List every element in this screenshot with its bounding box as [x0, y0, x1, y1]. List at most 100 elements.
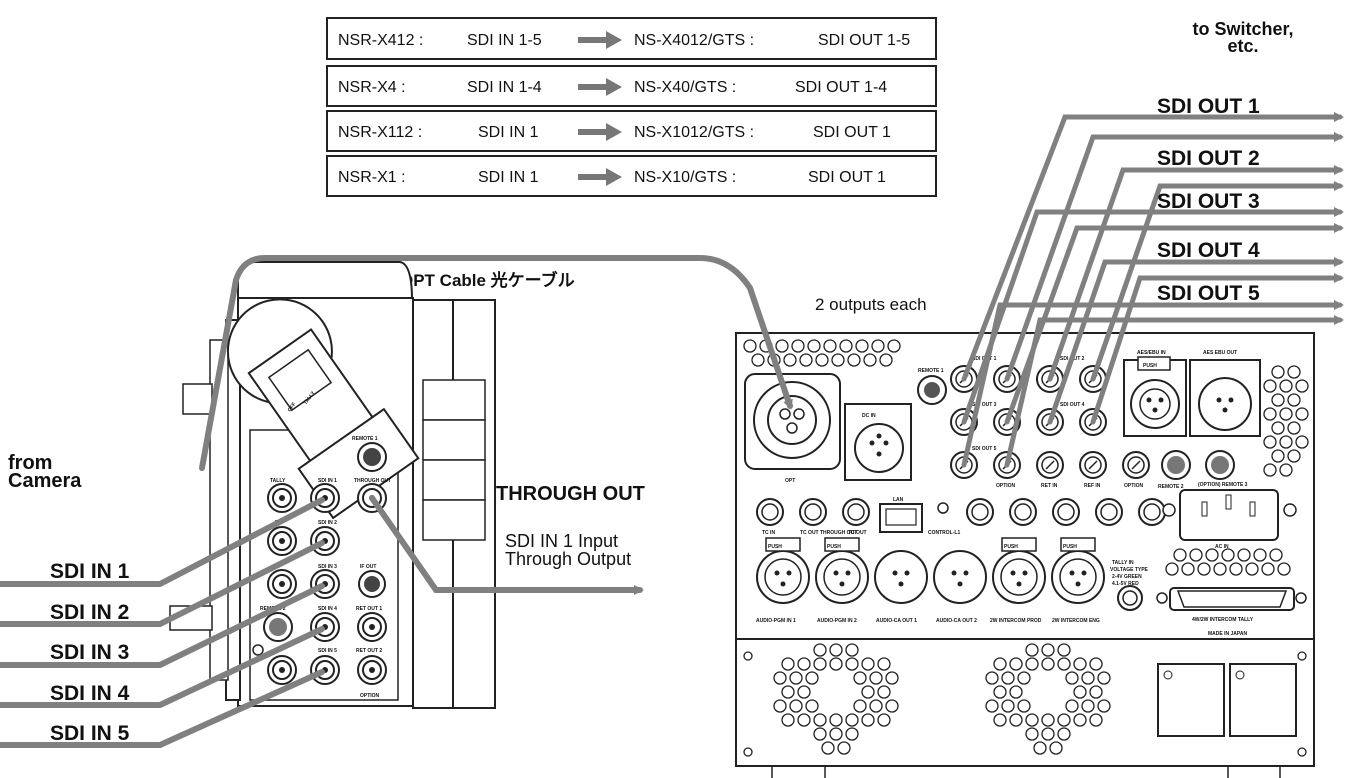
vent-grille-icon: [743, 339, 901, 367]
sdi-in-5-cable: [0, 669, 325, 748]
row-model: NSR-X112 :: [338, 124, 422, 141]
table-row: NSR-X412 : SDI IN 1-5 NS-X4012/GTS : SDI…: [326, 17, 937, 60]
row-sdi-in: SDI IN 1: [478, 124, 539, 141]
remote2-rear-label: REMOTE 2: [1158, 484, 1184, 490]
aes-out-label: AES EBU OUT: [1203, 350, 1237, 356]
through-desc-label-2: Through Output: [505, 549, 631, 569]
aes-in-label: AES/EBU IN: [1137, 350, 1166, 356]
sdi-out-2-cable: [1047, 165, 1344, 382]
sdi-in-label: SDI IN 3: [50, 641, 129, 664]
remote3-rear-label: (OPTION) REMOTE 3: [1198, 482, 1248, 488]
opt-port-label: OPT: [785, 478, 795, 484]
sdi-in-label: SDI IN 4: [50, 682, 130, 705]
dc-in-label: DC IN: [862, 413, 876, 419]
sdi-in-4-port-label: SDI IN 4: [318, 606, 337, 612]
remote2-connector-icon: [263, 612, 293, 642]
xlr-connector-icon: [756, 550, 810, 604]
voltage-type-label: VOLTAGE TYPE: [1110, 567, 1149, 573]
outputs-each-label: 2 outputs each: [815, 295, 927, 314]
sdi-in-1-connector-icon: [310, 483, 340, 513]
ret-in-label: RET IN: [1041, 483, 1058, 489]
screw-icon: [1297, 651, 1307, 661]
sdi-out-1b-cable: [1004, 132, 1344, 382]
sdi-in-3-port-label: SDI IN 3: [318, 564, 337, 570]
row-sdi-out: SDI OUT 1-4: [795, 79, 887, 96]
sdi-out-5b-cable: [1004, 315, 1344, 468]
row-sdi-out: SDI OUT 1: [813, 124, 891, 141]
sdi-out-3-port-label: SDI OUT 3: [972, 402, 997, 408]
xlr-connector-icon: [815, 550, 869, 604]
tally-2-connector-icon: [267, 655, 297, 685]
row-sdi-in: SDI IN 1-4: [467, 79, 542, 96]
option-label: OPTION: [1124, 483, 1144, 489]
bnc-connector-icon: [993, 451, 1021, 479]
sdi-in-3-connector-icon: [310, 569, 340, 599]
row-target: NS-X1012/GTS :: [634, 124, 754, 141]
sdi-in-5-connector-icon: [310, 655, 340, 685]
to-switcher-label: to Switcher,: [1192, 19, 1293, 39]
push-label: PUSH: [768, 544, 782, 550]
sdi-in-label: SDI IN 1: [50, 560, 130, 583]
sdi-in-2-connector-icon: [310, 526, 340, 556]
table-row: NSR-X4 : SDI IN 1-4 NS-X40/GTS : SDI OUT…: [326, 65, 937, 107]
tally-bnc-connector-icon: [1117, 585, 1143, 611]
push-tab-icon: [1060, 537, 1096, 552]
lan-port-icon: [879, 503, 923, 533]
xlr-connector-icon: [874, 550, 928, 604]
opt-input-connector-icon: [744, 373, 841, 470]
if-out-connector-icon: [358, 570, 386, 598]
lan-label: LAN: [893, 497, 904, 503]
sdi-in-labels: SDI IN 1 SDI IN 2 SDI IN 3 SDI IN 4 SDI …: [50, 560, 130, 745]
bnc-connector-icon: [842, 498, 870, 526]
to-switcher-label-2: etc.: [1227, 36, 1258, 56]
sdi-out-4-cable: [1047, 257, 1344, 425]
opt-cable-label: OPT Cable 光ケーブル: [400, 270, 575, 290]
remote1-label: REMOTE 1: [352, 436, 378, 442]
table-row: NSR-X112 : SDI IN 1 NS-X1012/GTS : SDI O…: [326, 110, 937, 152]
ret-out-1-port-label: RET OUT 1: [356, 606, 382, 612]
push-label: PUSH: [1004, 544, 1018, 550]
sdi-in-label: SDI IN 5: [50, 722, 130, 745]
made-in-japan-label: MADE IN JAPAN: [1208, 631, 1247, 637]
side-vent-icon: [1165, 548, 1291, 576]
ac-in-socket-icon: [1162, 489, 1297, 541]
remote1-rear-connector-icon: [917, 375, 947, 405]
bnc-connector-icon: [799, 498, 827, 526]
off-label: OFF: [287, 402, 298, 414]
remote1-connector-icon: [357, 442, 387, 472]
bnc-connector-icon: [1095, 498, 1123, 526]
cables: [0, 112, 1344, 748]
from-camera-label-2: Camera: [8, 470, 82, 492]
intercom-prod-label: 2W INTERCOM PROD: [990, 618, 1042, 624]
sdi-in-2-port-label: SDI IN 2: [318, 520, 337, 526]
dsub-connector-icon: [1156, 587, 1307, 611]
tc-connector-icon: [267, 526, 297, 556]
sdi-out-4-port-label: SDI OUT 4: [1060, 402, 1085, 408]
through-out-cable: [369, 495, 644, 595]
sdi-out-5-cable: [961, 300, 1344, 468]
screw-icon: [1297, 747, 1307, 757]
row-target: NS-X10/GTS :: [634, 169, 736, 186]
bnc-connector-icon: [1138, 498, 1166, 526]
red-voltage-label: 4.1-5V RED: [1112, 581, 1139, 587]
tally-in-label: TALLY IN: [1112, 560, 1134, 566]
green-voltage-label: 2-4V GREEN: [1112, 574, 1142, 580]
through-out-port-label: THROUGH OUT: [354, 478, 391, 484]
aes-in-connector-icon: [1123, 356, 1187, 437]
bnc-connector-icon: [1052, 498, 1080, 526]
aes-out-connector-icon: [1189, 359, 1261, 437]
xlr-connector-icon: [933, 550, 987, 604]
side-vent-icon: [1263, 365, 1309, 477]
from-camera-label: from: [8, 452, 52, 474]
if-out-port-label: IF OUT: [360, 564, 376, 570]
sdi-out-labels: SDI OUT 1 SDI OUT 2 SDI OUT 3 SDI OUT 4 …: [1157, 95, 1260, 305]
audio-pgm-2-label: AUDIO-PGM IN 2: [817, 618, 857, 624]
arrow-icon: [578, 123, 622, 141]
xlr-connector-icon: [1051, 550, 1105, 604]
sdi-in-label: SDI IN 2: [50, 601, 129, 624]
bnc-connector-icon: [1122, 451, 1150, 479]
bnc-connector-icon: [966, 498, 994, 526]
tc-2-connector-icon: [267, 569, 297, 599]
sdi-in-1-cable: [0, 497, 325, 587]
